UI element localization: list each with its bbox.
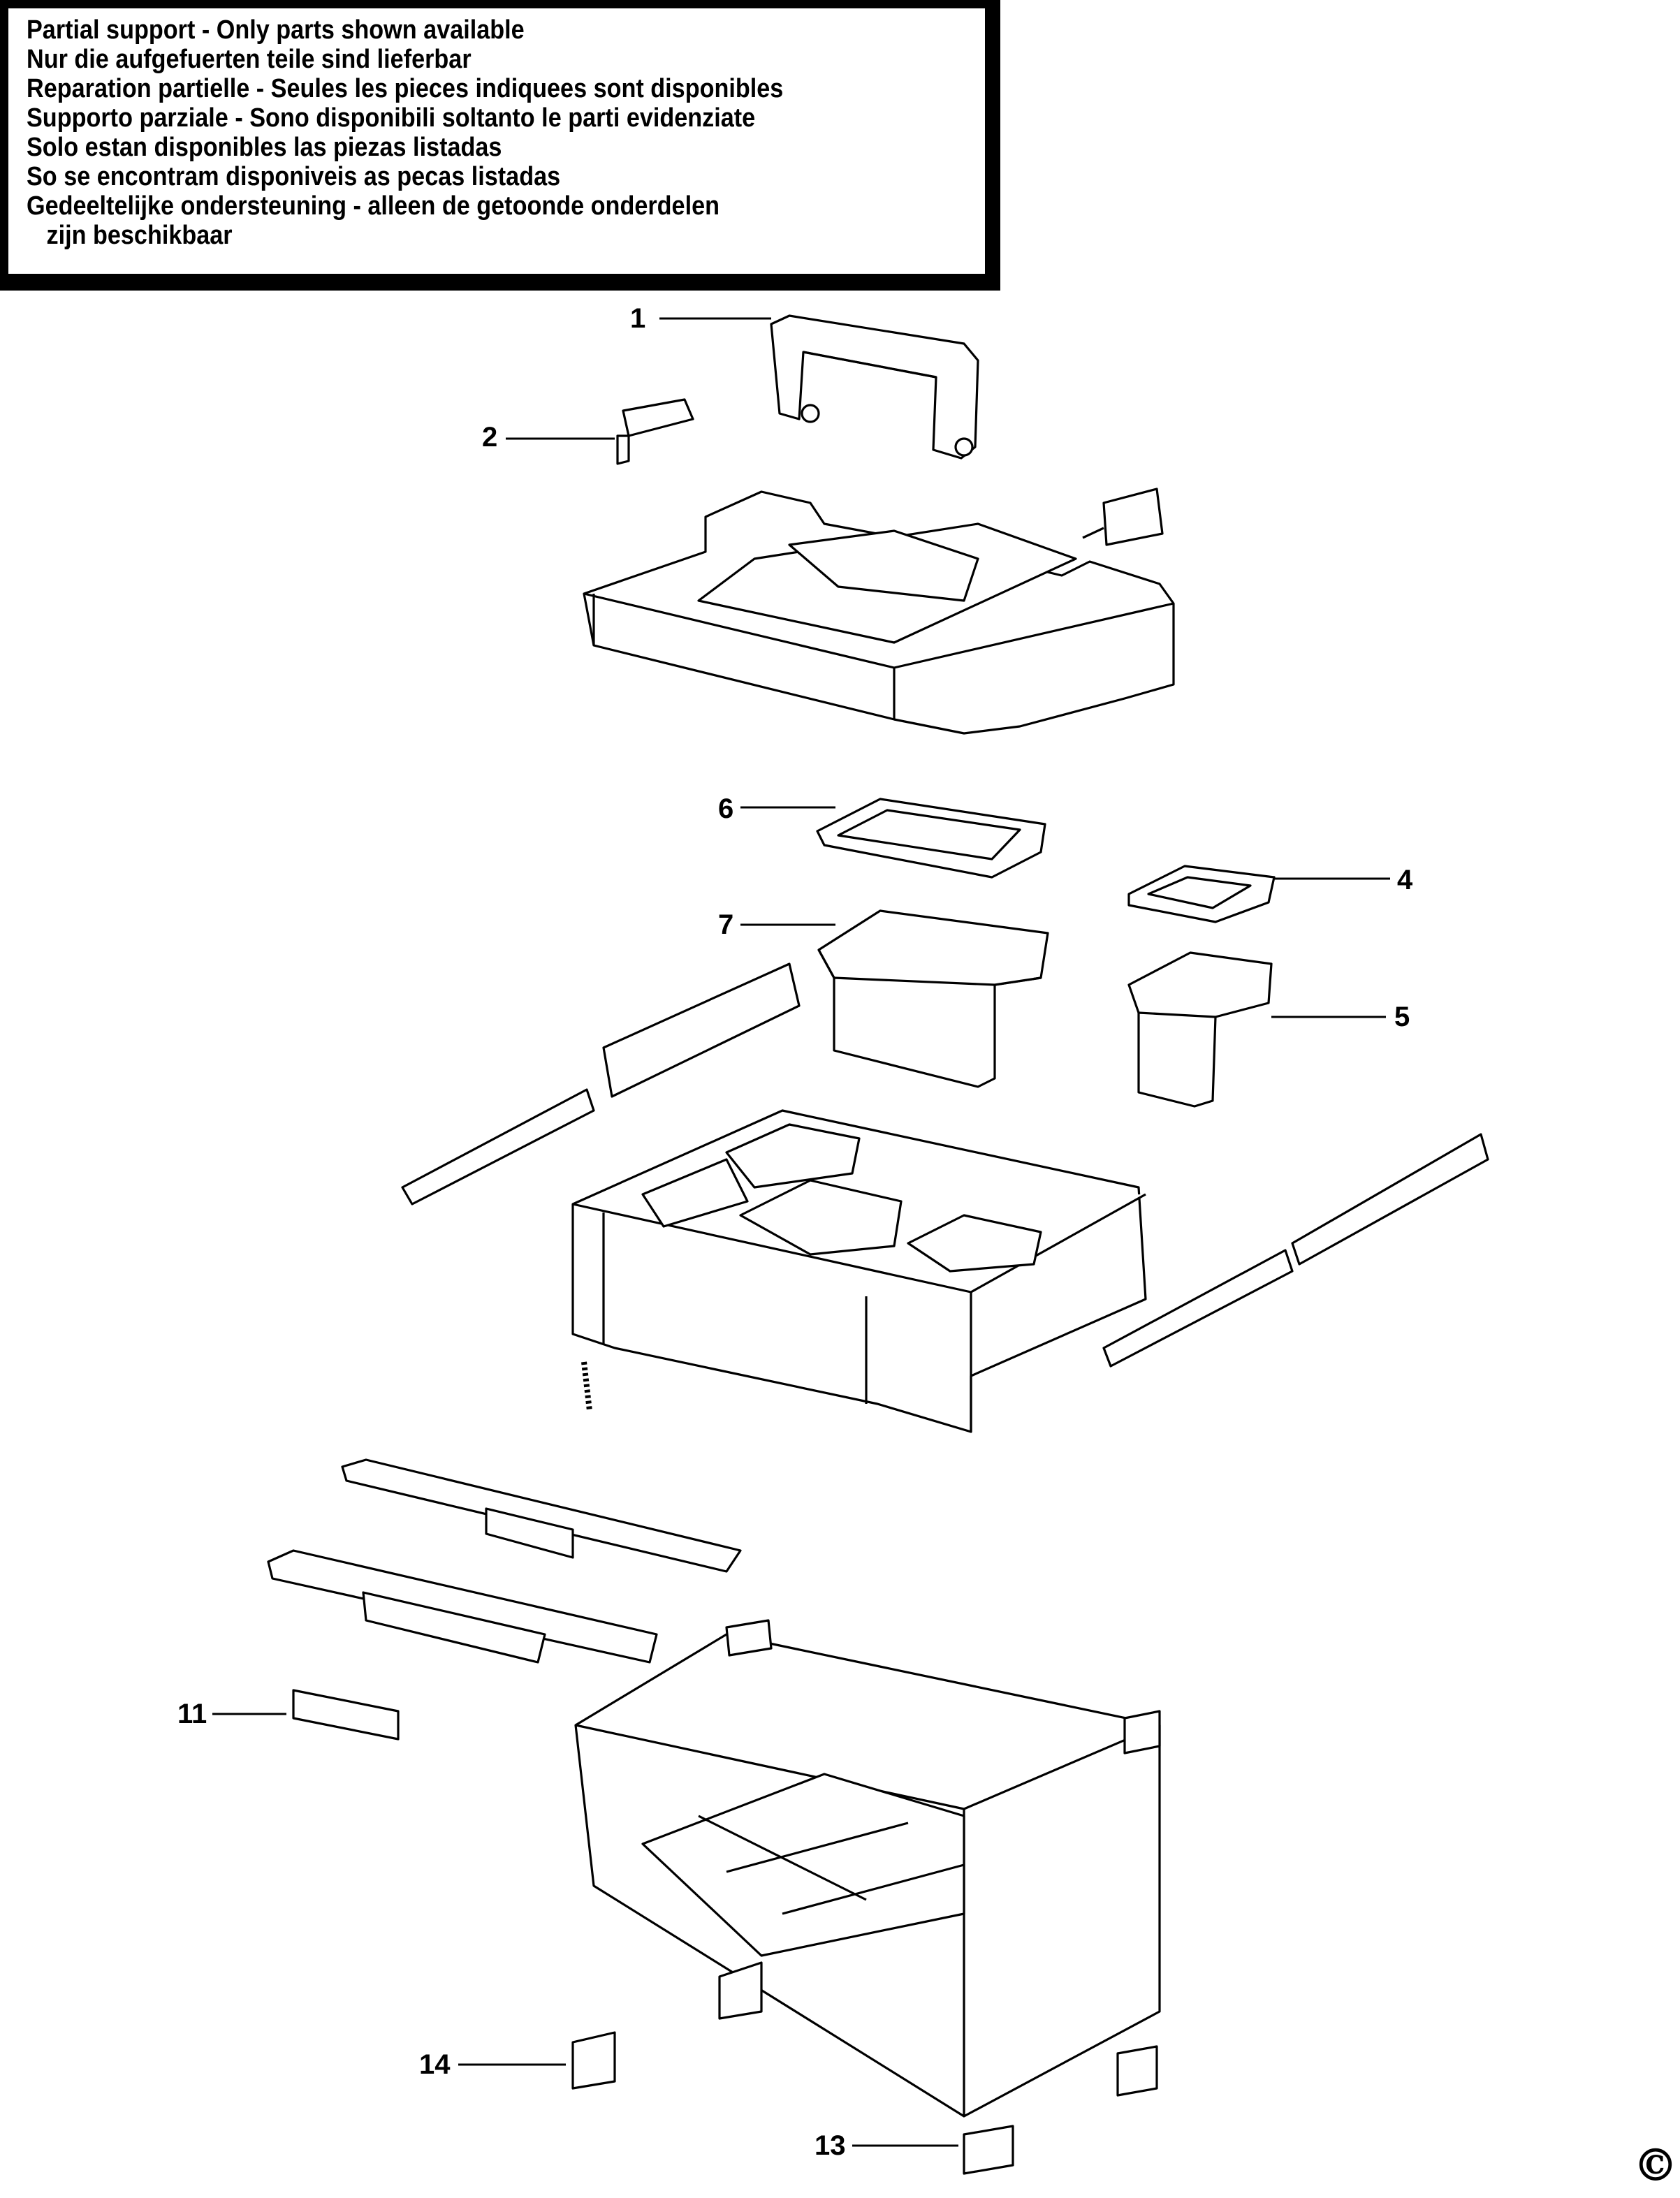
notice-line: Reparation partielle - Seules les pieces…: [27, 74, 784, 103]
partial-support-notice: Partial support - Only parts shown avail…: [0, 0, 1000, 291]
label-plate-part-11: [292, 1689, 400, 1741]
part-label-13: 13: [815, 2130, 846, 2161]
leader-lines: [212, 317, 1390, 2147]
part-label-14: 14: [419, 2049, 451, 2080]
front-bar: [341, 1458, 742, 1573]
notice-line: So se encontram disponiveis as pecas lis…: [27, 162, 561, 191]
copyright-symbol: ©: [1633, 2139, 1678, 2192]
drawer-slide-left: [401, 962, 801, 1206]
foot-part-13: [963, 2125, 1014, 2175]
foot: [718, 1961, 763, 2020]
bin-part-7: [817, 909, 1049, 1088]
notice-line: Solo estan disponibles las piezas listad…: [27, 133, 502, 162]
part-label-1: 1: [630, 303, 646, 334]
front-panel: [267, 1549, 658, 1664]
notice-line: Nur die aufgefuerten teile sind lieferba…: [27, 45, 472, 74]
part-label-4: 4: [1397, 865, 1413, 895]
part-label-7: 7: [718, 909, 734, 940]
drawer-slide-right: [1102, 1133, 1489, 1368]
base-tray: [574, 1619, 1161, 2118]
part-label-2: 2: [482, 422, 498, 453]
part-label-6: 6: [718, 793, 734, 824]
tray-lid-part-4: [1127, 865, 1276, 923]
foot-part-14: [571, 2031, 616, 2090]
notice-line: zijn beschikbaar: [27, 221, 233, 250]
foot: [1116, 2045, 1158, 2097]
latch-part-2: [616, 398, 694, 465]
handle-part-1: [770, 314, 979, 460]
latch-right: [1082, 488, 1164, 546]
lid: [583, 490, 1175, 735]
part-label-5: 5: [1394, 1002, 1410, 1032]
drawer: [571, 1109, 1147, 1433]
notice-line: Gedeeltelijke ondersteuning - alleen de …: [27, 191, 720, 221]
notice-line: Partial support - Only parts shown avail…: [27, 15, 525, 45]
notice-line: Supporto parziale - Sono disponibili sol…: [27, 103, 756, 133]
bin-part-5: [1127, 951, 1273, 1108]
tray-lid-part-6: [816, 798, 1046, 879]
part-label-11: 11: [177, 1699, 207, 1729]
